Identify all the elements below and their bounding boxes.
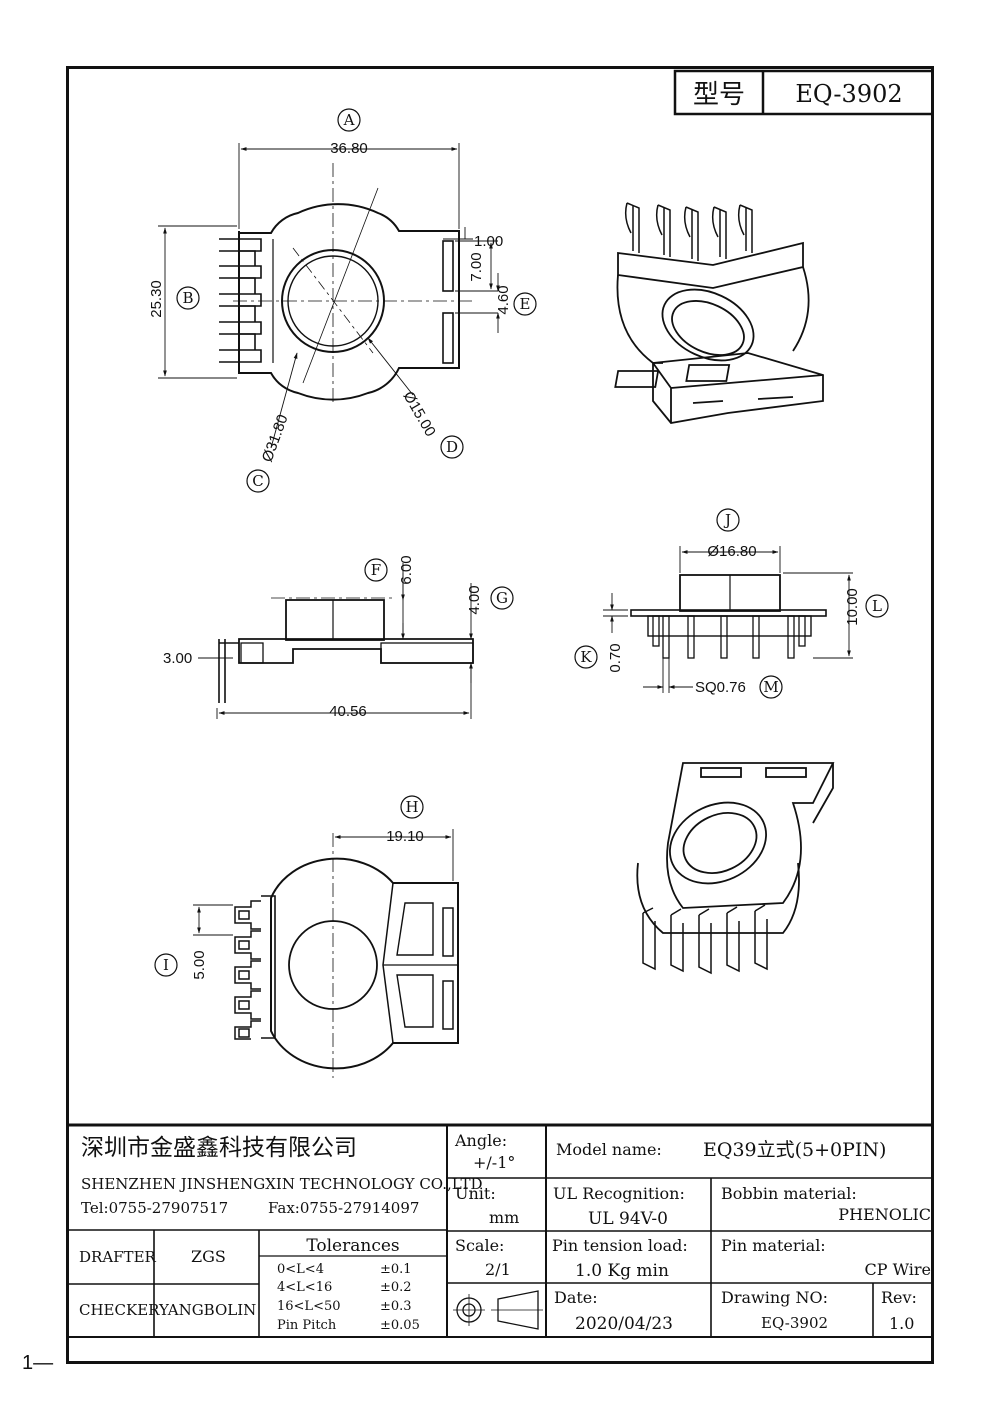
tag-M: M <box>763 678 778 696</box>
date-value: 2020/04/23 <box>575 1314 673 1334</box>
dim-K-value: 0.70 <box>607 643 624 672</box>
technical-drawing: 型号 EQ-3902 <box>69 69 931 1338</box>
dim-F-value: 6.00 <box>398 555 415 584</box>
tolerance-value: ±0.3 <box>380 1299 412 1314</box>
drawing-no-value: EQ-3902 <box>761 1314 828 1332</box>
ul-value: UL 94V-0 <box>588 1209 668 1229</box>
dim-overall-width: 40.56 <box>329 703 367 720</box>
front-view-labels: J Ø16.80 L 10.00 K 0.70 SQ0.76 M <box>574 508 889 699</box>
dim-L-value: 10.00 <box>844 588 861 626</box>
model-label: 型号 <box>693 80 745 110</box>
dim-M-value: SQ0.76 <box>695 679 746 696</box>
pin-material-value: CP Wire <box>865 1260 932 1279</box>
company-name-cn: 深圳市金盛鑫科技有限公司 <box>81 1135 357 1161</box>
front-view <box>603 546 853 693</box>
company-fax: Fax:0755-27914097 <box>268 1199 419 1217</box>
tag-K: K <box>580 648 592 666</box>
drafter-label: DRAFTER <box>79 1248 157 1266</box>
dim-E3-value: 1.00 <box>474 233 503 250</box>
tolerance-value: ±0.2 <box>380 1280 412 1295</box>
dim-B-value: 25.30 <box>148 280 165 318</box>
tag-C: C <box>252 472 263 490</box>
dim-J-value: Ø16.80 <box>707 543 756 560</box>
tag-J: J <box>723 511 731 529</box>
dim-C-value: Ø31.80 <box>259 412 292 464</box>
unit-label: Unit: <box>455 1184 496 1203</box>
tag-D: D <box>446 438 458 456</box>
tag-B: B <box>182 289 193 307</box>
model-value: EQ-3902 <box>795 80 902 108</box>
tag-H: H <box>405 798 418 816</box>
isometric-view-top <box>614 202 824 424</box>
dim-H-value: 19.10 <box>386 828 424 845</box>
dim-D-value: Ø15.00 <box>400 389 439 440</box>
rev-value: 1.0 <box>889 1314 914 1333</box>
title-block <box>69 1123 931 1338</box>
pin-tension-label: Pin tension load: <box>552 1236 688 1255</box>
checker-label: CHECKER <box>79 1301 160 1319</box>
company-tel: Tel:0755-27907517 <box>81 1199 228 1217</box>
tag-G: G <box>496 589 508 607</box>
scale-value: 2/1 <box>485 1260 511 1279</box>
model-number-box: 型号 EQ-3902 <box>673 69 931 116</box>
side-view-labels: F 6.00 G 4.00 3.00 40.56 <box>163 555 514 720</box>
dim-I-value: 5.00 <box>191 950 208 979</box>
dim-A-value: 36.80 <box>330 140 368 157</box>
dim-G-value: 4.00 <box>466 585 483 614</box>
company-name-en: SHENZHEN JINSHENGXIN TECHNOLOGY CO.,LTD <box>81 1175 483 1193</box>
isometric-view-bottom <box>636 762 835 975</box>
unit-value: mm <box>489 1208 519 1227</box>
scale-label: Scale: <box>455 1236 504 1255</box>
top-view-labels: A 36.80 B 25.30 C Ø31.80 D Ø15.00 E 4.60… <box>148 108 537 493</box>
drawing-no-label: Drawing NO: <box>721 1288 828 1307</box>
tolerance-range: Pin Pitch <box>277 1318 337 1333</box>
date-label: Date: <box>554 1288 598 1307</box>
drafter-value: ZGS <box>191 1247 226 1266</box>
pin-tension-value: 1.0 Kg min <box>575 1261 669 1281</box>
pin-material-label: Pin material: <box>721 1236 826 1255</box>
page-mark: 1— <box>22 1352 54 1374</box>
top-view <box>158 143 500 449</box>
tag-L: L <box>872 597 882 615</box>
angle-value: +/-1° <box>473 1153 515 1172</box>
angle-label: Angle: <box>454 1131 507 1150</box>
tolerances-title: Tolerances <box>306 1236 399 1256</box>
dim-E2-value: 7.00 <box>468 252 485 281</box>
model-name-value: EQ39立式(5+0PIN) <box>703 1139 886 1161</box>
checker-value: YANGBOLIN <box>158 1301 256 1319</box>
side-view <box>198 563 474 719</box>
model-name-label: Model name: <box>556 1140 662 1159</box>
title-block-text: 深圳市金盛鑫科技有限公司 SHENZHEN JINSHENGXIN TECHNO… <box>79 1131 931 1334</box>
bobbin-material-label: Bobbin material: <box>721 1184 857 1203</box>
tolerance-range: 4<L<16 <box>277 1280 332 1295</box>
bottom-view-labels: H 19.10 I 5.00 <box>154 795 424 980</box>
tolerance-value: ±0.05 <box>380 1318 420 1333</box>
dim-pin-offset: 3.00 <box>163 650 192 667</box>
tolerance-range: 0<L<4 <box>277 1262 324 1277</box>
bobbin-material-value: PHENOLIC <box>838 1205 931 1224</box>
rev-label: Rev: <box>881 1288 917 1307</box>
ul-label: UL Recognition: <box>553 1184 685 1203</box>
tolerance-range: 16<L<50 <box>277 1299 341 1314</box>
dim-E-value: 4.60 <box>495 285 512 314</box>
tag-I: I <box>163 956 169 974</box>
tag-F: F <box>371 561 381 579</box>
tolerance-value: ±0.1 <box>380 1262 412 1277</box>
drawing-sheet: 型号 EQ-3902 <box>66 66 934 1364</box>
tag-A: A <box>343 111 355 129</box>
tag-E: E <box>520 295 531 313</box>
bottom-view <box>193 829 459 1078</box>
